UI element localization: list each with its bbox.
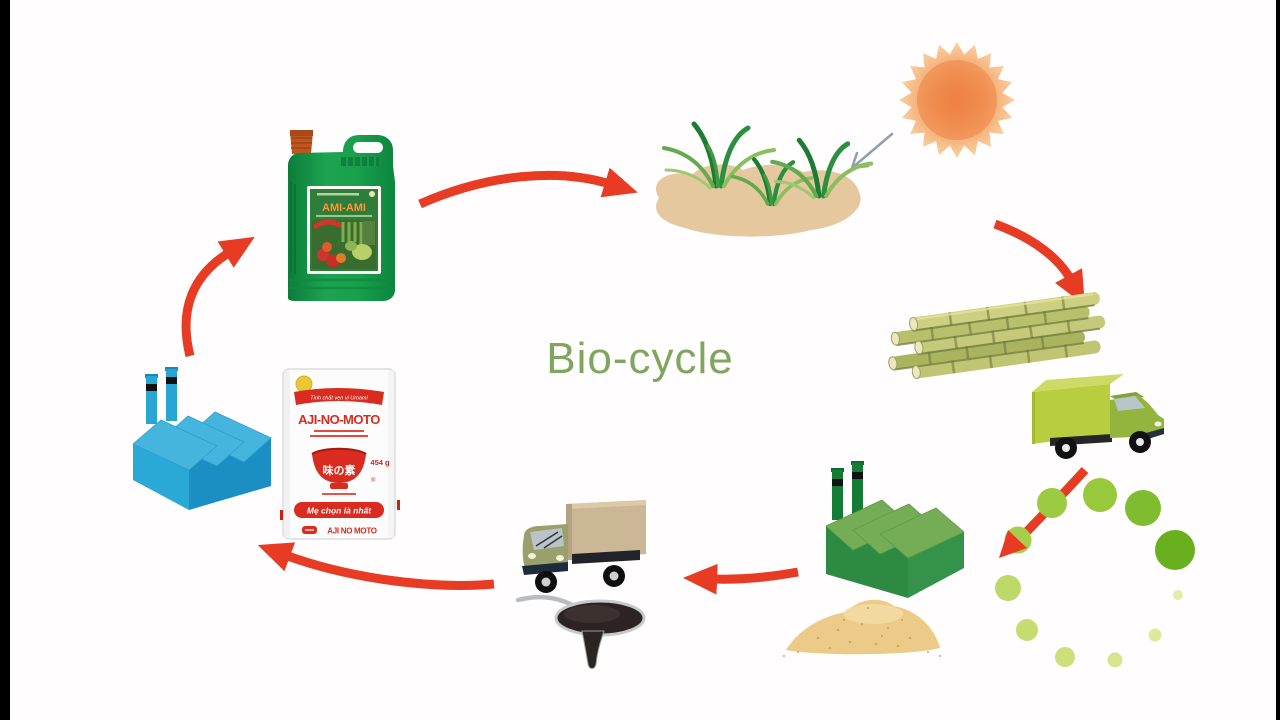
- cycle-arrow-icon: [682, 563, 799, 595]
- truck-wheel: [1055, 431, 1151, 459]
- factory-chimney: [831, 461, 864, 520]
- page-title: Bio-cycle: [546, 334, 734, 383]
- molasses-truck-icon: [522, 500, 646, 593]
- blue-factory-icon: [132, 367, 272, 510]
- molasses-drip: [581, 630, 605, 669]
- jug-label-vegetables: [312, 219, 376, 269]
- package-sun-emblem: [295, 375, 313, 393]
- truck-cab: [522, 524, 568, 575]
- sugarcane-clump: [662, 121, 776, 190]
- green-factory-icon: [825, 461, 965, 598]
- raw-sugar-pile-icon: [783, 599, 941, 657]
- factory-sawtooth-roof: [825, 499, 965, 559]
- sugarcane-field-icon: [656, 121, 874, 237]
- jug-handle-hole: [353, 142, 383, 153]
- registered-mark: ®: [371, 477, 376, 484]
- factory-side-face: [133, 444, 189, 510]
- cycle-arrow-icon: [993, 219, 1085, 306]
- truck-wheel: [535, 565, 625, 593]
- package-tagline-banner: Mẹ chọn là nhất: [294, 502, 384, 518]
- cycle-arrow-icon: [181, 236, 255, 358]
- factory-side-face: [908, 532, 964, 598]
- package-tagline-text: Mẹ chọn là nhất: [307, 506, 372, 516]
- jug-label: AMI-AMI: [307, 186, 381, 274]
- cycle-arrow-icon: [257, 542, 495, 590]
- cycle-arrowhead: [999, 530, 1027, 558]
- jug-grip-ridges: [341, 157, 379, 166]
- jug-cap-top: [290, 130, 313, 136]
- ajinomoto-package-icon: Tinh chất vẹn vị Umami AJI-NO-MOTO 味の素 ®…: [280, 368, 400, 540]
- factory-sawtooth-roof: [132, 411, 272, 471]
- package-bowl-logo: 味の素 ®: [311, 447, 376, 489]
- fermentation-dots-icon: [995, 466, 1195, 668]
- sun-icon: [899, 42, 1015, 158]
- factory-chimney: [145, 367, 178, 424]
- truck-cargo-top: [1032, 374, 1124, 392]
- green-delivery-truck-icon: [1032, 374, 1164, 459]
- package-footer-brand: AJI NO MOTO: [327, 527, 377, 536]
- jug-brand-text: AMI-AMI: [322, 202, 366, 214]
- package-ribbon: Tinh chất vẹn vị Umami: [294, 388, 384, 405]
- molasses-spoon-icon: [515, 594, 646, 669]
- fertilizer-jug-icon: AMI-AMI: [288, 130, 395, 301]
- package-brand-text: AJI-NO-MOTO: [298, 412, 380, 427]
- package-weight-text: 454 g: [370, 458, 390, 467]
- letterbox-left: [0, 0, 10, 720]
- truck-cab: [1110, 392, 1164, 439]
- truck-cargo-box: [1032, 384, 1110, 444]
- package-footer: AJI NO MOTO: [302, 526, 377, 536]
- package-ribbon-text: Tinh chất vẹn vị Umami: [310, 395, 368, 402]
- letterbox-right: [1276, 0, 1280, 720]
- cycle-arrow-icon: [418, 167, 638, 209]
- truck-undercarriage: [572, 550, 640, 564]
- bowl-logo-text: 味の素: [323, 463, 356, 477]
- truck-cargo-box: [566, 500, 646, 560]
- harvested-sugarcane-icon: [888, 292, 1106, 380]
- sugarcane-clump: [770, 137, 874, 200]
- fermentation-dot: [995, 478, 1195, 668]
